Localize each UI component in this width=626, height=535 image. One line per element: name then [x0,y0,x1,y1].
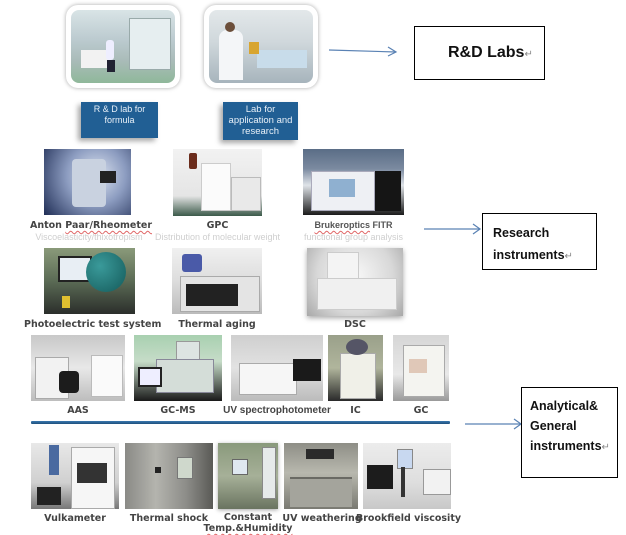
instrument-photo-gc [393,335,449,401]
label-text: Brukeroptics [314,220,371,230]
instrument-label-rheometer: Anton Paar/Rheometer [30,220,152,231]
instrument-label-ftir: Brukeroptics FITR [296,220,411,230]
category-box-analytical: Analytical& General instruments↵ [521,387,618,478]
instrument-photo-aas [31,335,125,401]
instrument-label-uv-weathering: UV weathering [282,513,362,524]
lab-label-formula: R & D lab for formula [81,102,158,138]
instrument-label-constant-temp-humidity: Constant Temp.&Humidity [200,512,296,534]
lab-label-text: R & D lab for formula [93,104,146,125]
lab-photo-frame-application [204,5,318,88]
instrument-photo-rheometer [44,149,131,215]
label-text: Temp.&Humidity [203,523,293,534]
instrument-label-gc-ms: GC-MS [160,405,196,416]
instrument-photo-brookfield-viscosity [363,443,451,509]
lab-photo-frame-formula [66,5,180,88]
category-box-research: Research instruments↵ [482,213,597,270]
label-text: Paar/Rheometer [65,220,153,231]
paragraph-mark-icon: ↵ [564,251,573,262]
category-title-rd-labs: R&D Labs [448,44,525,61]
instrument-label-uv-spectrophotometer: UV spectrophotometer [223,405,331,416]
lab-label-text: Lab for application and research [228,104,293,137]
lab-label-application: Lab for application and research [223,102,298,140]
lab-photo-formula [71,10,175,83]
arrow-to-analytical [465,418,523,430]
arrow-to-rd-labs [328,46,398,57]
label-text: Constant [223,512,273,523]
category-title-research-line2: instruments [493,248,565,262]
instrument-label-dsc: DSC [344,319,366,330]
category-title-analytical-line1: Analytical& [530,399,599,413]
instrument-photo-vulkameter [31,443,119,509]
label-text: Anton [30,220,66,231]
arrow-to-research [424,223,482,235]
instrument-desc-gpc: Distribution of molecular weight [155,232,281,242]
instrument-label-aas: AAS [67,405,89,416]
instrument-photo-constant-temp-humidity [218,443,278,509]
instrument-label-photoelectric: Photoelectric test system [24,319,162,330]
instrument-label-vulkameter: Vulkameter [44,513,106,524]
instrument-photo-gpc [173,149,262,216]
instrument-photo-ftir [303,149,404,215]
instrument-label-gpc: GPC [206,220,229,231]
label-text: FITR [370,220,393,230]
instrument-photo-uv-weathering [284,443,358,509]
instrument-label-gc: GC [413,405,429,416]
lab-photo-application [209,10,313,83]
instrument-photo-thermal-shock [125,443,213,509]
instrument-desc-ftir: functional group analysis [303,232,404,242]
category-title-analytical-line2: General [530,419,577,433]
instrument-label-ic: IC [350,405,361,416]
instrument-label-brookfield-viscosity: Brookfield viscosity [356,513,462,524]
paragraph-mark-icon: ↵ [524,49,533,60]
section-divider [31,421,450,424]
category-box-rd-labs: R&D Labs↵ [414,26,545,80]
instrument-desc-rheometer: Viscoelasticity/thixotropism [35,232,143,242]
instrument-photo-dsc [307,248,403,316]
paragraph-mark-icon: ↵ [601,442,610,453]
instrument-label-thermal-shock: Thermal shock [129,513,209,524]
instrument-photo-photoelectric [44,248,135,314]
category-title-analytical-line3: instruments [530,439,602,453]
category-title-research-line1: Research [493,226,550,240]
instrument-photo-uv-spectrophotometer [231,335,323,401]
instrument-label-thermal-aging: Thermal aging [178,319,256,330]
instrument-photo-thermal-aging [172,248,262,314]
instrument-photo-ic [328,335,383,401]
instrument-photo-gc-ms [134,335,222,401]
